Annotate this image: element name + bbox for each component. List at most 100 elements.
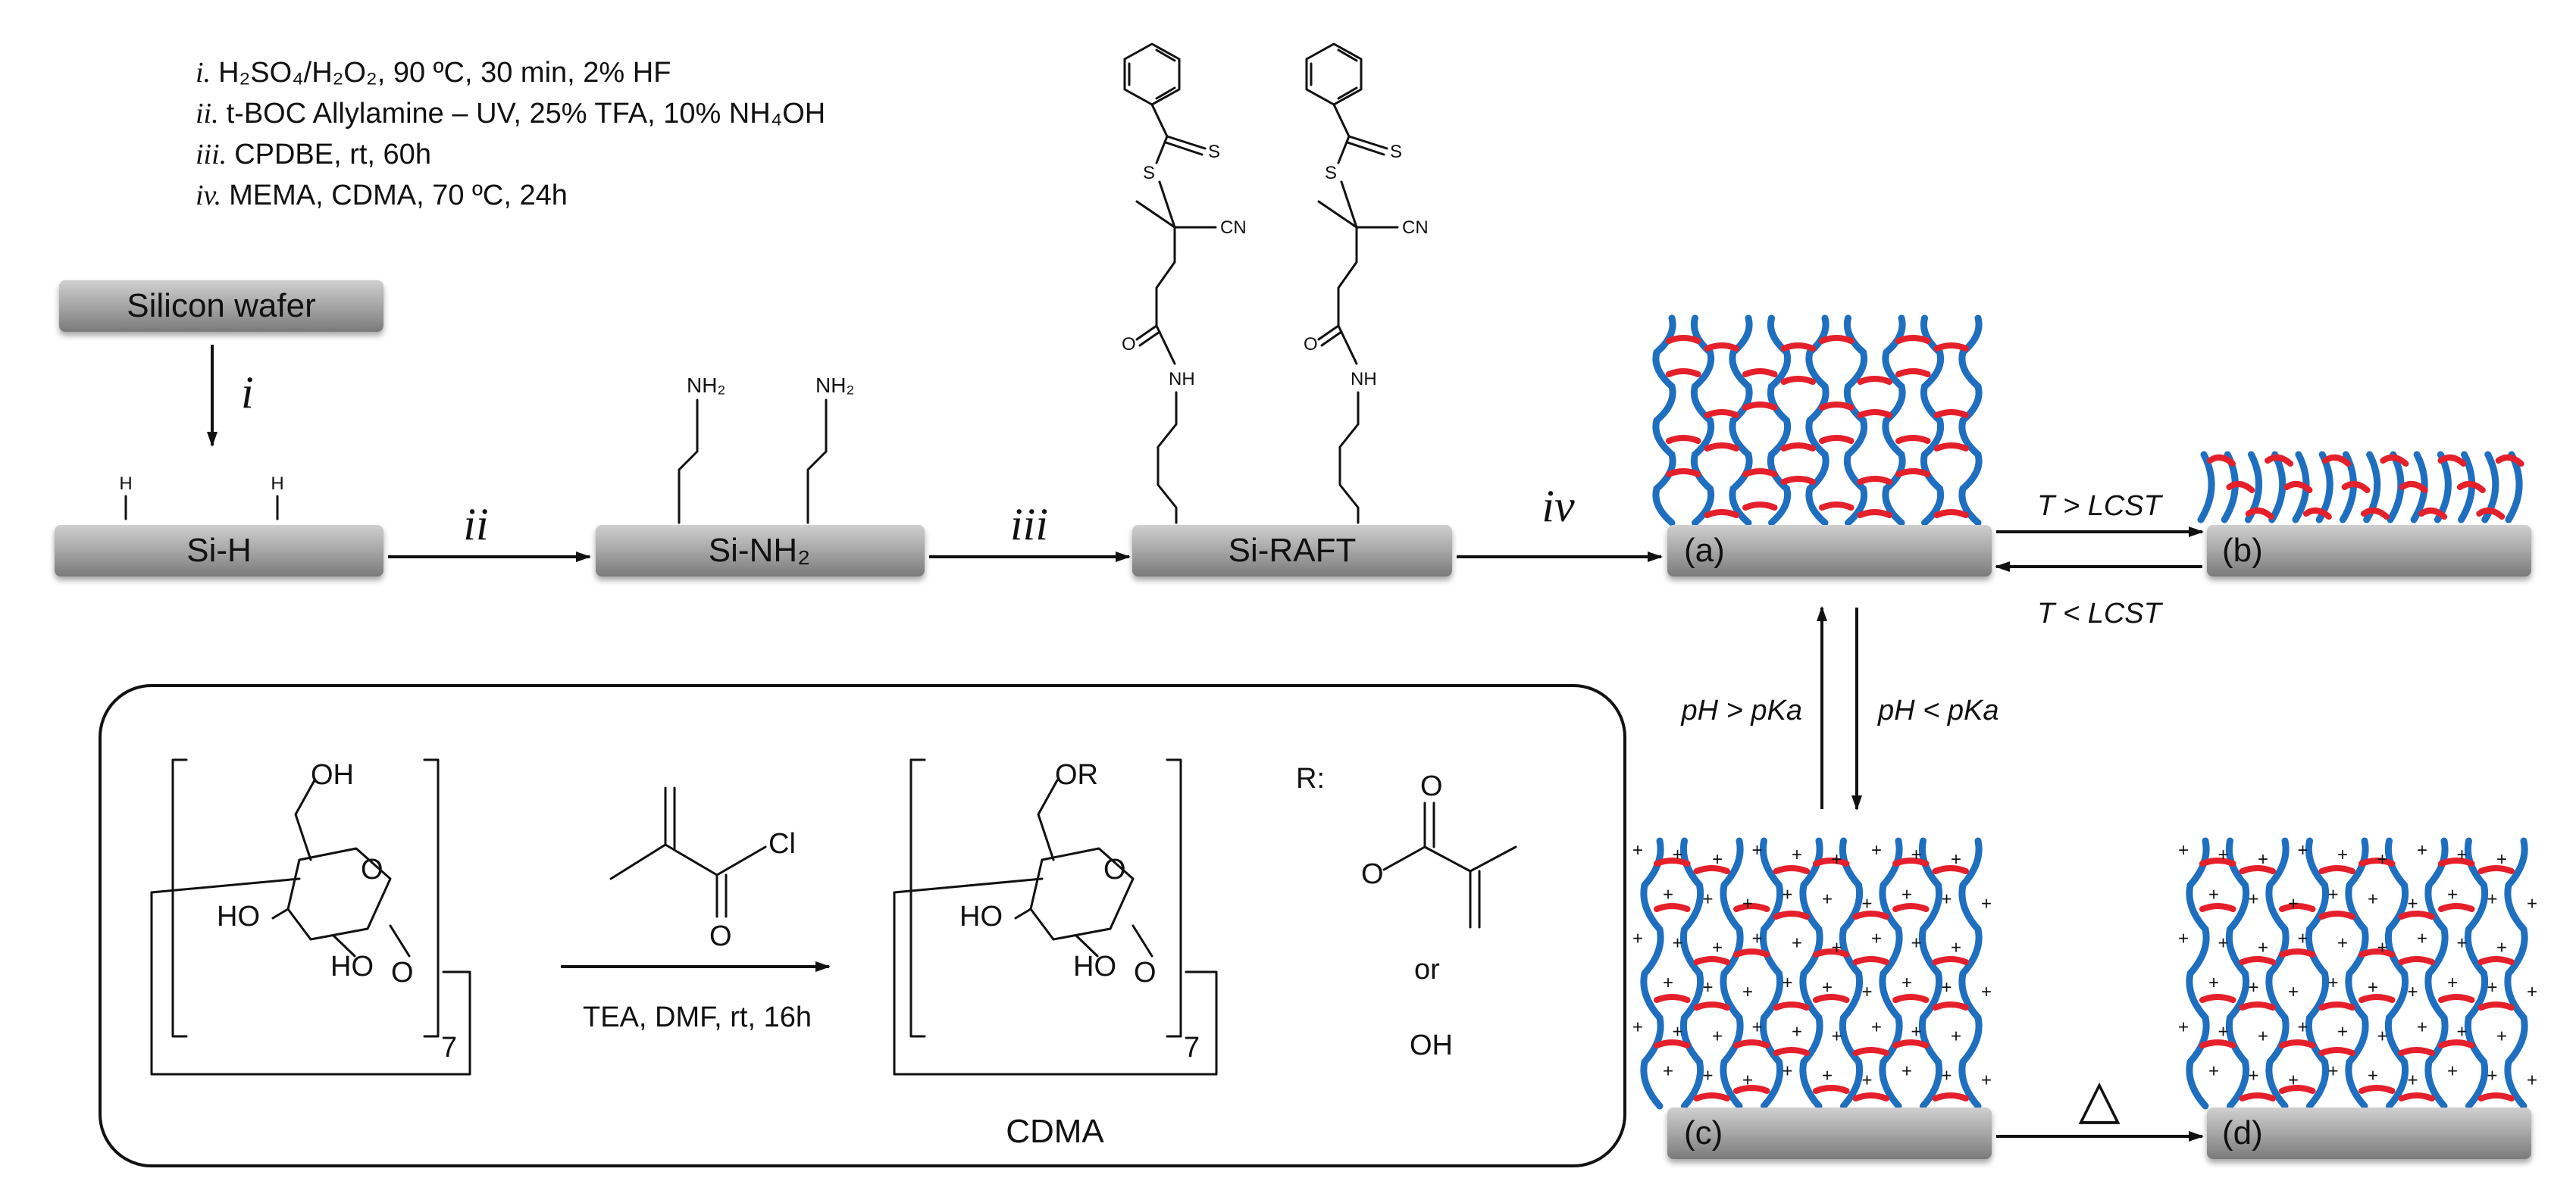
label-d: (d): [2222, 1114, 2263, 1151]
crosslink: [1780, 342, 1816, 352]
charge-plus: +: [1951, 938, 1961, 958]
crosslink: [1773, 1047, 1810, 1056]
charge-plus: +: [2328, 1061, 2339, 1082]
crosslink: [1773, 865, 1810, 874]
collapsed-crosslink: [2495, 454, 2524, 467]
repeat-count: 7: [1184, 1032, 1200, 1064]
condition-ii: ii.t-BOC Allylamine – UV, 25% TFA, 10% N…: [196, 98, 825, 130]
crosslink: [2398, 911, 2435, 920]
charge-plus: +: [1822, 977, 1833, 998]
crosslink: [1857, 409, 1892, 418]
conditions-list: i.H₂SO₄/H₂O₂, 90 ºC, 30 min, 2% HF ii.t-…: [196, 57, 825, 211]
reaction-conditions: TEA, DMF, rt, 16h: [583, 1001, 812, 1033]
charge-plus: +: [1712, 849, 1723, 870]
crosslink: [1895, 435, 1931, 444]
repeat-count: 7: [441, 1032, 457, 1064]
charge-plus: +: [1703, 889, 1714, 909]
or-label: or: [1414, 954, 1440, 986]
nh2-right: NH₂: [815, 373, 854, 397]
crosslink: [1857, 509, 1892, 518]
crosslink: [1933, 342, 1969, 352]
si-nh2-label: Si-NH₂: [709, 532, 810, 569]
nitrile-cn: CN: [1402, 217, 1429, 238]
charge-plus: +: [2487, 889, 2498, 909]
ph-up-condition: pH > pKa: [1681, 695, 1803, 726]
cdma-synthesis-inset: O OH HO HO O 7 O Cl TEA, DMF, rt, 16h: [99, 684, 1626, 1167]
silicon-wafer-label: Silicon wafer: [127, 287, 315, 324]
charge-plus: +: [2328, 884, 2339, 905]
cool-condition: T < LCST: [2037, 598, 2163, 630]
glycosidic-o: O: [1134, 957, 1157, 989]
crosslink: [2477, 1001, 2515, 1011]
charge-plus: +: [2457, 845, 2468, 865]
nitrile-cn: CN: [1220, 217, 1247, 238]
c2-oh: HO: [1073, 951, 1116, 983]
crosslink: [2239, 1092, 2276, 1101]
charge-plus: +: [1871, 840, 1882, 861]
crosslink: [1704, 409, 1739, 418]
charge-plus: +: [1862, 893, 1873, 914]
collapsed-crosslink: [2207, 454, 2236, 467]
ring-oxygen: O: [1103, 854, 1126, 886]
crosslink: [2318, 865, 2355, 874]
charge-plus: +: [1901, 973, 1912, 993]
crosslink: [1733, 1085, 1770, 1094]
crosslink: [2358, 994, 2396, 1003]
collapsed-crosslink: [2437, 454, 2467, 467]
polymer-chain: [1844, 314, 1867, 527]
charge-plus: +: [1901, 884, 1912, 905]
charge-plus: +: [1942, 889, 1952, 909]
crosslink: [1654, 903, 1691, 912]
crosslink: [1892, 903, 1930, 912]
crosslink: [2358, 948, 2396, 958]
crosslink: [1819, 402, 1855, 411]
charge-plus: +: [2408, 893, 2418, 914]
crosslink: [1852, 1092, 1889, 1101]
charge-plus: +: [1663, 973, 1673, 993]
polymer-chain: [1759, 837, 1784, 1110]
charge-plus: +: [2218, 845, 2229, 865]
charge-plus: +: [2408, 1070, 2418, 1091]
thione-s: S: [1208, 142, 1220, 162]
crosslink: [2398, 956, 2435, 965]
charge-plus: +: [2288, 982, 2299, 1002]
crosslink: [2239, 1001, 2276, 1011]
crosslink: [1852, 911, 1889, 920]
polymer-chain: [1729, 314, 1753, 527]
charge-plus: +: [1742, 893, 1753, 914]
crosslink: [1742, 502, 1778, 511]
crosslink: [2398, 1092, 2435, 1101]
crosslink: [1733, 903, 1770, 912]
collapsed-chain: [2197, 451, 2215, 523]
charge-plus: +: [2447, 884, 2458, 905]
crosslink: [1780, 376, 1816, 385]
crosslink: [1895, 368, 1931, 377]
step-ii-label: ii: [463, 499, 488, 549]
collapsed-chains: [2197, 451, 2524, 523]
polymer-chain: [1879, 837, 1903, 1110]
charge-plus: +: [2377, 1026, 2388, 1046]
charge-plus: +: [1901, 1061, 1912, 1082]
charge-plus: +: [1632, 1017, 1643, 1037]
polymer-chain: [1958, 314, 1983, 527]
charge-plus: +: [2377, 938, 2388, 958]
charge-plus: +: [2258, 938, 2268, 958]
charge-plus: +: [2487, 1066, 2498, 1086]
polymer-chain: [2424, 837, 2449, 1110]
charge-plus: +: [2496, 1026, 2507, 1046]
si-h-label: Si-H: [186, 532, 252, 569]
polymer-chain: [2305, 837, 2330, 1110]
crosslink: [1819, 335, 1855, 344]
inset-box: [99, 684, 1626, 1167]
phenyl-ring: [1305, 42, 1363, 106]
nh2-left: NH₂: [687, 373, 725, 397]
charge-plus: +: [1942, 977, 1952, 998]
crosslink: [1932, 956, 1969, 965]
silicon-wafer-plate: Silicon wafer: [59, 280, 383, 332]
crosslink: [1895, 335, 1931, 344]
crosslink: [1666, 368, 1701, 377]
charge-plus: +: [2328, 973, 2339, 993]
charge-plus: +: [1712, 938, 1723, 958]
collapsed-crosslink: [2302, 507, 2332, 520]
